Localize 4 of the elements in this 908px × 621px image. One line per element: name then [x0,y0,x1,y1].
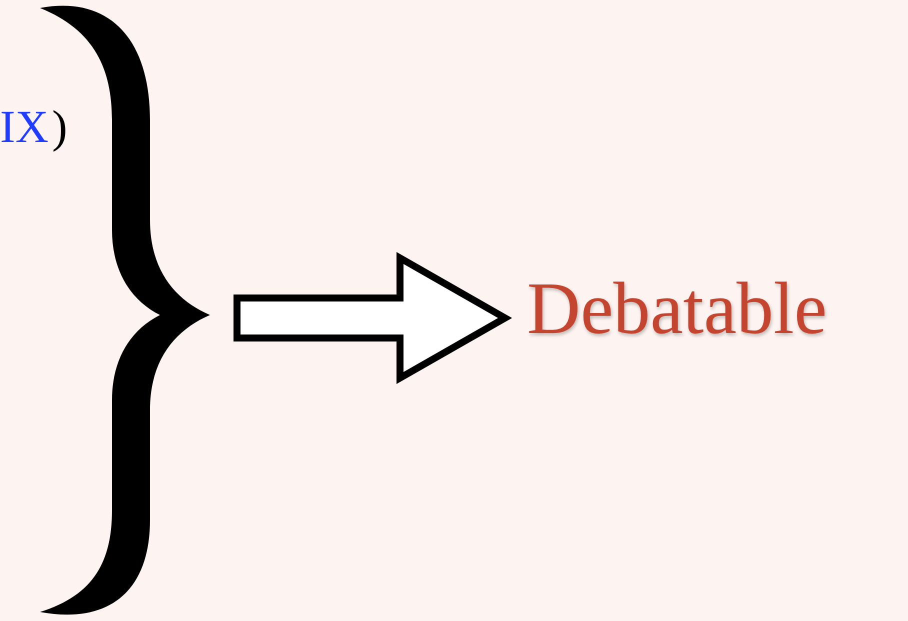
block-arrow [234,252,512,384]
conclusion-text: Debatable [527,272,827,346]
label-text: ) [52,104,68,150]
label-text: IX [0,104,49,150]
